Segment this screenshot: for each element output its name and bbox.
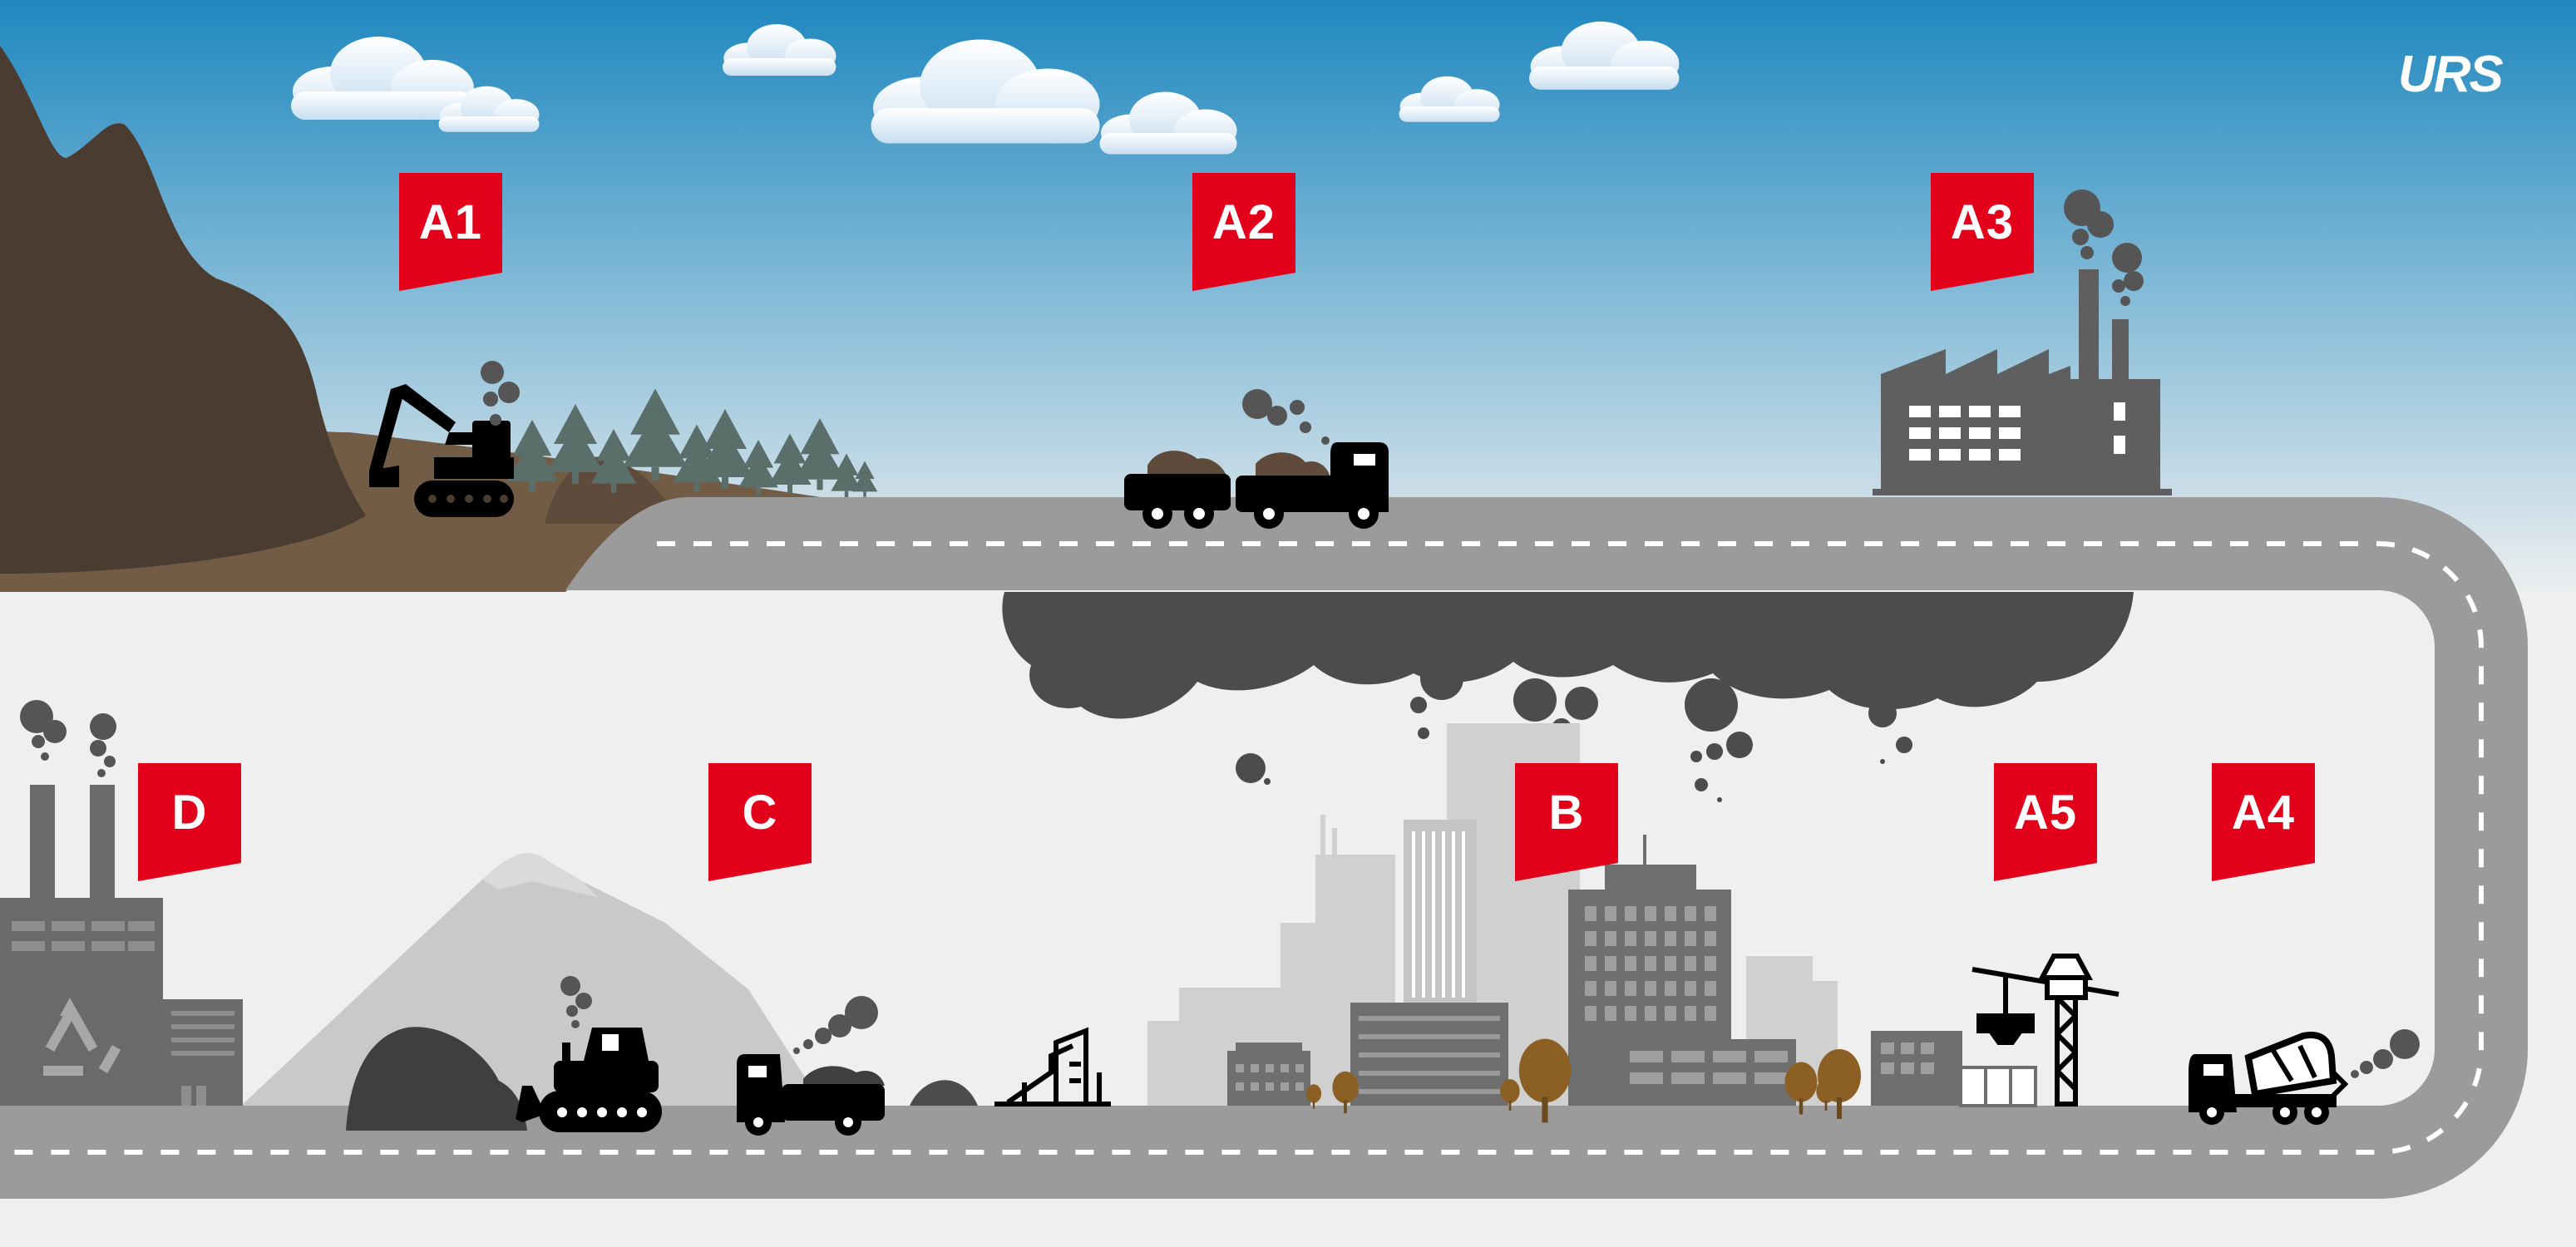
stage-flag-a5: A5 — [1994, 763, 2097, 881]
stage-label-a5: A5 — [2013, 786, 2078, 840]
background-mountain-snow — [482, 853, 599, 898]
plant-smoke — [20, 700, 116, 777]
factory-smoke — [2064, 190, 2144, 306]
flag-shape — [708, 763, 812, 881]
stage-flag-a4: A4 — [2212, 763, 2315, 881]
stage-label-a1: A1 — [418, 195, 483, 249]
flag-shape — [2212, 763, 2315, 881]
stage-flag-a1: A1 — [399, 173, 502, 291]
road-markings — [0, 541, 2484, 1155]
pollution-cloud — [1002, 592, 2134, 802]
debris-pile — [346, 1027, 527, 1131]
excavator-icon — [369, 384, 514, 517]
tower-crane-icon — [1971, 954, 2120, 1107]
recycling-plant-icon — [0, 785, 243, 1106]
bulldozer-icon — [516, 1028, 662, 1132]
excavator-smoke — [481, 361, 520, 426]
stage-flag-a2: A2 — [1192, 173, 1295, 291]
small-debris-pile — [910, 1080, 978, 1106]
flag-shape — [1192, 173, 1295, 291]
bulldozer-smoke — [560, 976, 592, 1028]
waste-truck-icon — [737, 1054, 885, 1136]
stage-flag-d: D — [138, 763, 241, 881]
stage-flag-b: B — [1515, 763, 1618, 881]
flag-shape — [1994, 763, 2097, 881]
flag-shape — [399, 173, 502, 291]
stage-label-d: D — [171, 786, 208, 840]
factory-icon — [1873, 269, 2172, 495]
road — [0, 497, 2528, 1199]
truck-smoke — [1242, 389, 1330, 445]
stage-label-c: C — [742, 786, 778, 840]
demolished-building-icon — [994, 1027, 1111, 1107]
flag-shape — [1931, 173, 2034, 291]
mountain — [0, 46, 366, 574]
recycle-symbol-icon — [43, 998, 121, 1076]
stage-flag-c: C — [708, 763, 812, 881]
dump-truck-icon — [1124, 442, 1389, 529]
flag-shape — [138, 763, 241, 881]
stage-label-a2: A2 — [1212, 195, 1276, 249]
urs-logo: URS — [2398, 46, 2504, 103]
stage-flag-a3: A3 — [1931, 173, 2034, 291]
mixer-exhaust — [2351, 1029, 2420, 1078]
stage-label-a3: A3 — [1950, 195, 2015, 249]
city-skyline-icon — [1227, 835, 2037, 1107]
concrete-mixer-truck-icon — [2189, 1032, 2349, 1125]
flag-shape — [1515, 763, 1618, 881]
stage-label-a4: A4 — [2231, 786, 2296, 840]
waste-truck-smoke — [793, 996, 878, 1054]
stage-label-b: B — [1548, 786, 1585, 840]
